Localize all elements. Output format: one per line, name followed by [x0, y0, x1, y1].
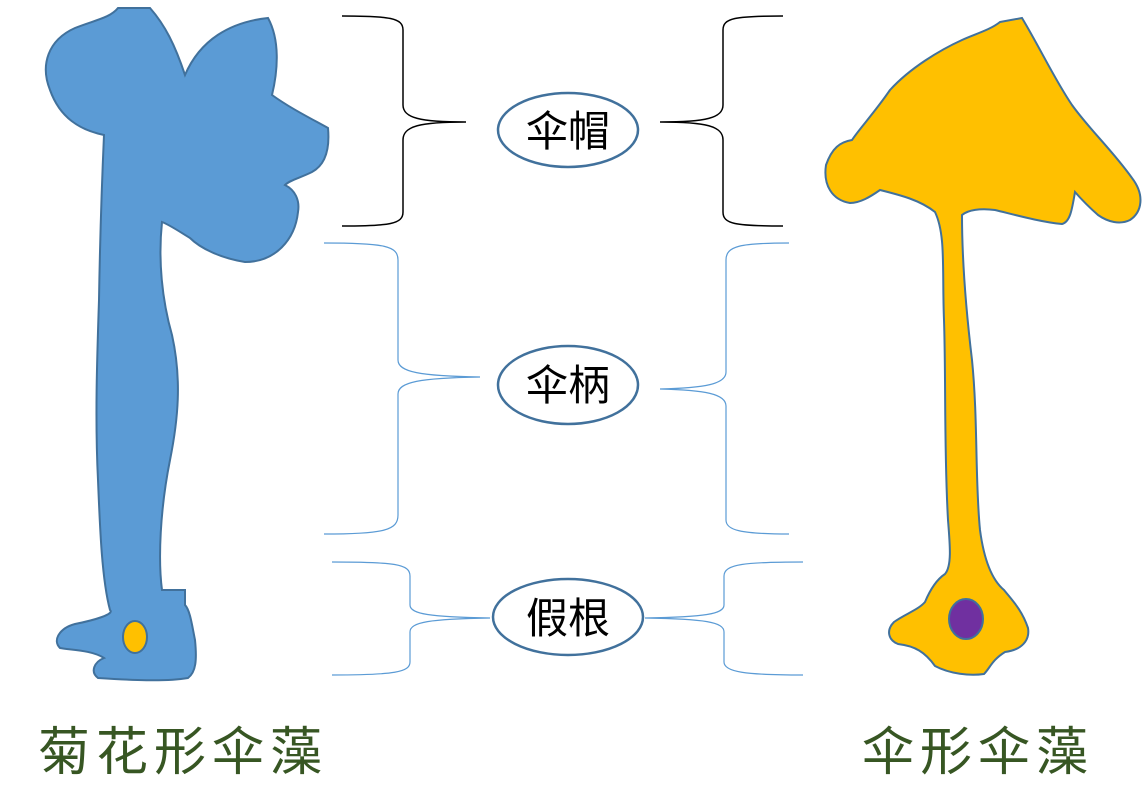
- cap-label: 伞帽: [496, 91, 640, 169]
- right-cap-brace: [659, 15, 784, 227]
- right-stalk-brace: [659, 242, 790, 535]
- right-alga-body: [824, 16, 1142, 676]
- stalk-label-text: 伞柄: [526, 361, 610, 410]
- right-nucleus: [948, 598, 984, 640]
- right-alga-caption: 伞形伞藻: [862, 723, 1095, 783]
- rhizoid-label: 假根: [491, 577, 645, 657]
- right-rhizoid-brace: [644, 561, 804, 676]
- left-stalk-brace: [323, 242, 481, 535]
- left-alga-body: [44, 7, 330, 682]
- left-rhizoid-brace: [331, 561, 491, 676]
- left-nucleus: [122, 620, 148, 654]
- stalk-label: 伞柄: [496, 344, 640, 426]
- left-alga-caption: 菊花形伞藻: [38, 723, 329, 783]
- cap-label-text: 伞帽: [526, 107, 610, 156]
- rhizoid-label-text: 假根: [526, 594, 610, 643]
- left-cap-brace: [341, 15, 467, 227]
